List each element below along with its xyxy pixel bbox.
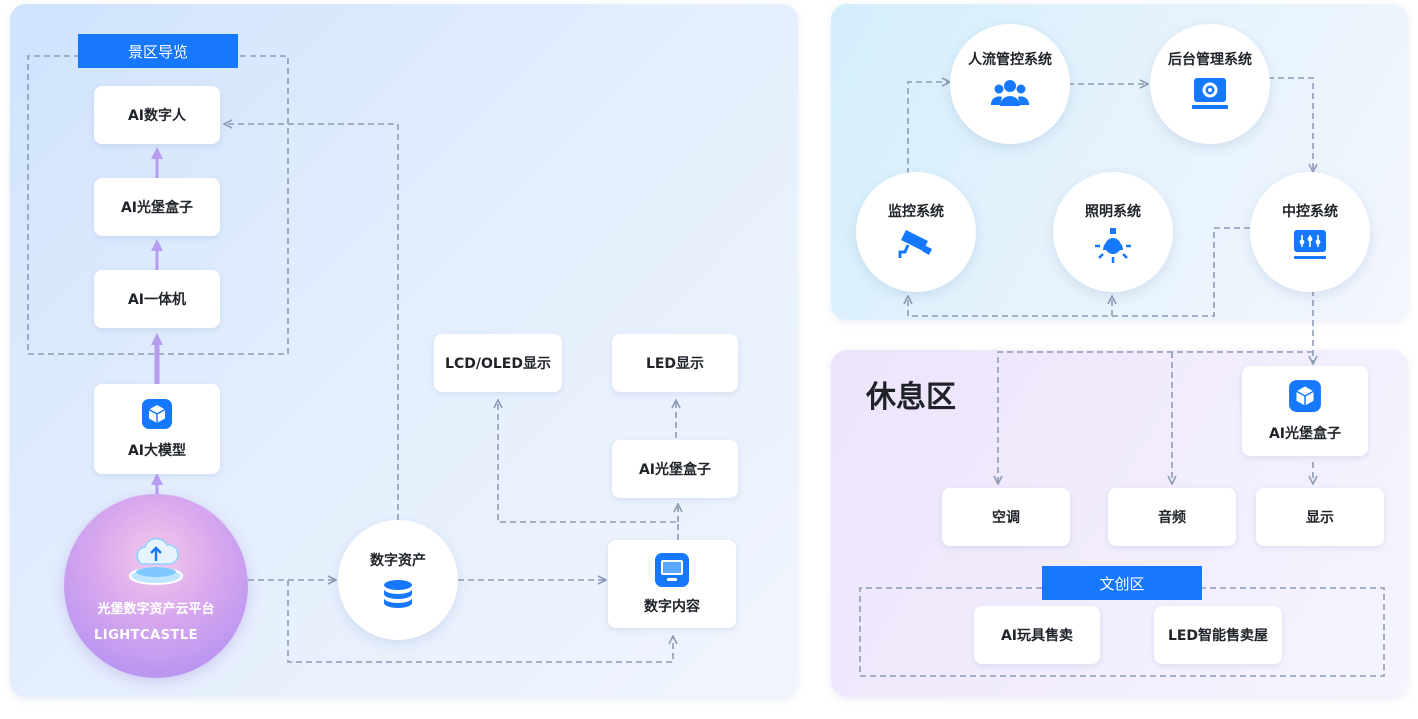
- cube-icon: [1289, 380, 1321, 412]
- model-label: AI大模型: [127, 443, 187, 459]
- line-central-to-monitor: [908, 227, 1250, 317]
- line-backend-to-central: [1268, 77, 1313, 172]
- central-system[interactable]: 中控系统: [1250, 172, 1370, 292]
- guide-item-label: AI光堡盒子: [120, 200, 194, 216]
- device-label: 空调: [992, 510, 1020, 526]
- rest-box-card[interactable]: AI光堡盒子: [1242, 366, 1368, 456]
- lcd-label: LCD/OLED显示: [445, 356, 551, 372]
- model-card[interactable]: AI大模型: [94, 384, 220, 474]
- crowd-system[interactable]: 人流管控系统: [950, 24, 1070, 144]
- device-audio[interactable]: 音频: [1108, 488, 1236, 546]
- line-asset-to-avatar: [224, 124, 399, 520]
- backend-label: 后台管理系统: [1168, 52, 1252, 68]
- cloud-upload-icon: [129, 537, 183, 585]
- creative-title: 文创区: [1099, 574, 1145, 593]
- creative-title-tag: 文创区: [1042, 566, 1202, 600]
- gear-screen-icon: [1192, 78, 1228, 109]
- control-panel-icon: [1294, 230, 1326, 259]
- lcd-display[interactable]: LCD/OLED显示: [434, 334, 562, 392]
- people-icon: [991, 80, 1029, 106]
- rest-box-label: AI光堡盒子: [1268, 426, 1342, 442]
- led-display[interactable]: LED显示: [612, 334, 738, 392]
- guide-title: 景区导览: [127, 42, 188, 61]
- camera-icon: [898, 230, 932, 258]
- led-label: LED显示: [645, 356, 705, 372]
- bulb-icon: [1095, 228, 1131, 263]
- display-box-label: AI光堡盒子: [638, 462, 712, 478]
- creative-item-led-kiosk[interactable]: LED智能售卖屋: [1154, 606, 1282, 664]
- line-monitor-to-crowd: [907, 82, 950, 174]
- guide-item-label: AI数字人: [127, 108, 187, 124]
- monitor-system[interactable]: 监控系统: [856, 172, 976, 292]
- guide-item-label: AI一体机: [127, 292, 187, 308]
- guide-item-aio[interactable]: AI一体机: [94, 270, 220, 328]
- device-label: 显示: [1306, 510, 1334, 526]
- crowd-label: 人流管控系统: [968, 52, 1052, 68]
- monitor-label: 监控系统: [888, 204, 944, 220]
- cube-icon: [142, 399, 172, 429]
- lighting-label: 照明系统: [1085, 204, 1141, 220]
- central-label: 中控系统: [1282, 204, 1338, 220]
- database-icon: [384, 580, 412, 608]
- display-box[interactable]: AI光堡盒子: [612, 440, 738, 498]
- device-label: 音频: [1158, 510, 1186, 526]
- monitor-icon: [655, 553, 689, 587]
- device-display[interactable]: 显示: [1256, 488, 1384, 546]
- device-ac[interactable]: 空调: [942, 488, 1070, 546]
- creative-item-label: AI玩具售卖: [1000, 628, 1074, 644]
- creative-item-toy[interactable]: AI玩具售卖: [974, 606, 1100, 664]
- guide-item-box[interactable]: AI光堡盒子: [94, 178, 220, 236]
- rest-title: 休息区: [866, 380, 956, 415]
- platform-circle[interactable]: 光堡数字资产云平台 LIGHTCASTLE: [64, 494, 248, 678]
- lighting-system[interactable]: 照明系统: [1053, 172, 1173, 292]
- guide-item-avatar[interactable]: AI数字人: [94, 86, 220, 144]
- platform-brand: LIGHTCASTLE: [94, 628, 199, 643]
- guide-title-tag: 景区导览: [78, 34, 238, 68]
- content-label: 数字内容: [644, 599, 700, 615]
- line-platform-to-content: [287, 580, 673, 663]
- platform-name: 光堡数字资产云平台: [97, 602, 215, 617]
- asset-circle[interactable]: 数字资产: [338, 520, 458, 640]
- asset-label: 数字资产: [370, 553, 426, 569]
- backend-system[interactable]: 后台管理系统: [1150, 24, 1270, 144]
- content-card[interactable]: 数字内容: [608, 540, 736, 628]
- line-rest-bus: [998, 351, 1313, 484]
- creative-frame: [859, 587, 1385, 677]
- creative-item-label: LED智能售卖屋: [1167, 628, 1269, 644]
